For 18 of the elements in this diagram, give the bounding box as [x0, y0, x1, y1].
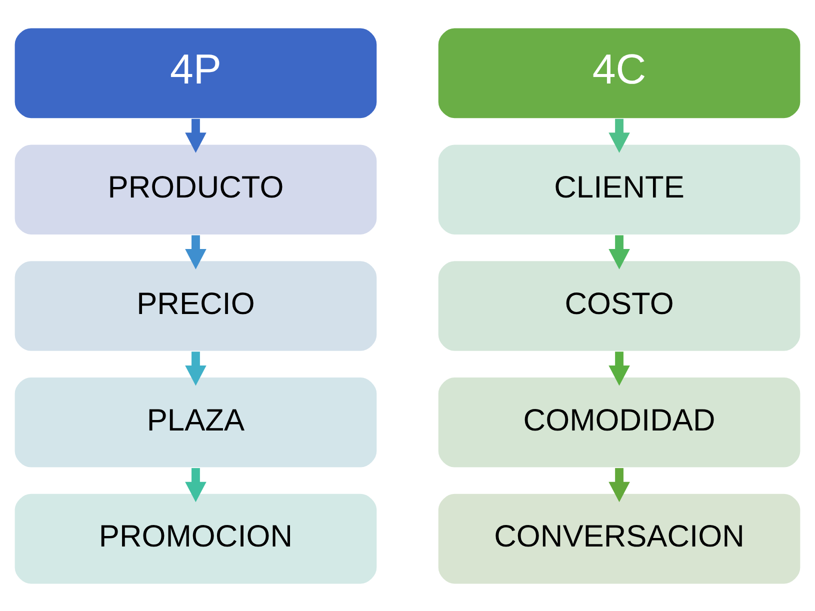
arrow [185, 468, 206, 502]
arrow [185, 234, 206, 269]
arrow [608, 118, 630, 152]
arrow [608, 351, 630, 386]
arrow [608, 234, 630, 269]
node-box: PROMOCION [13, 492, 378, 585]
node-box: COMODIDAD [436, 376, 802, 468]
node-box: PLAZA [13, 376, 378, 468]
node-box: CLIENTE [436, 142, 802, 236]
arrow [608, 468, 630, 502]
arrow [185, 118, 206, 152]
arrow [185, 351, 206, 386]
node-box: 4P [13, 26, 378, 119]
node-box: PRODUCTO [13, 142, 378, 236]
node-box: 4C [436, 26, 802, 119]
node-box: CONVERSACION [436, 492, 802, 585]
node-box: COSTO [436, 259, 802, 352]
node-box: PRECIO [13, 259, 378, 352]
